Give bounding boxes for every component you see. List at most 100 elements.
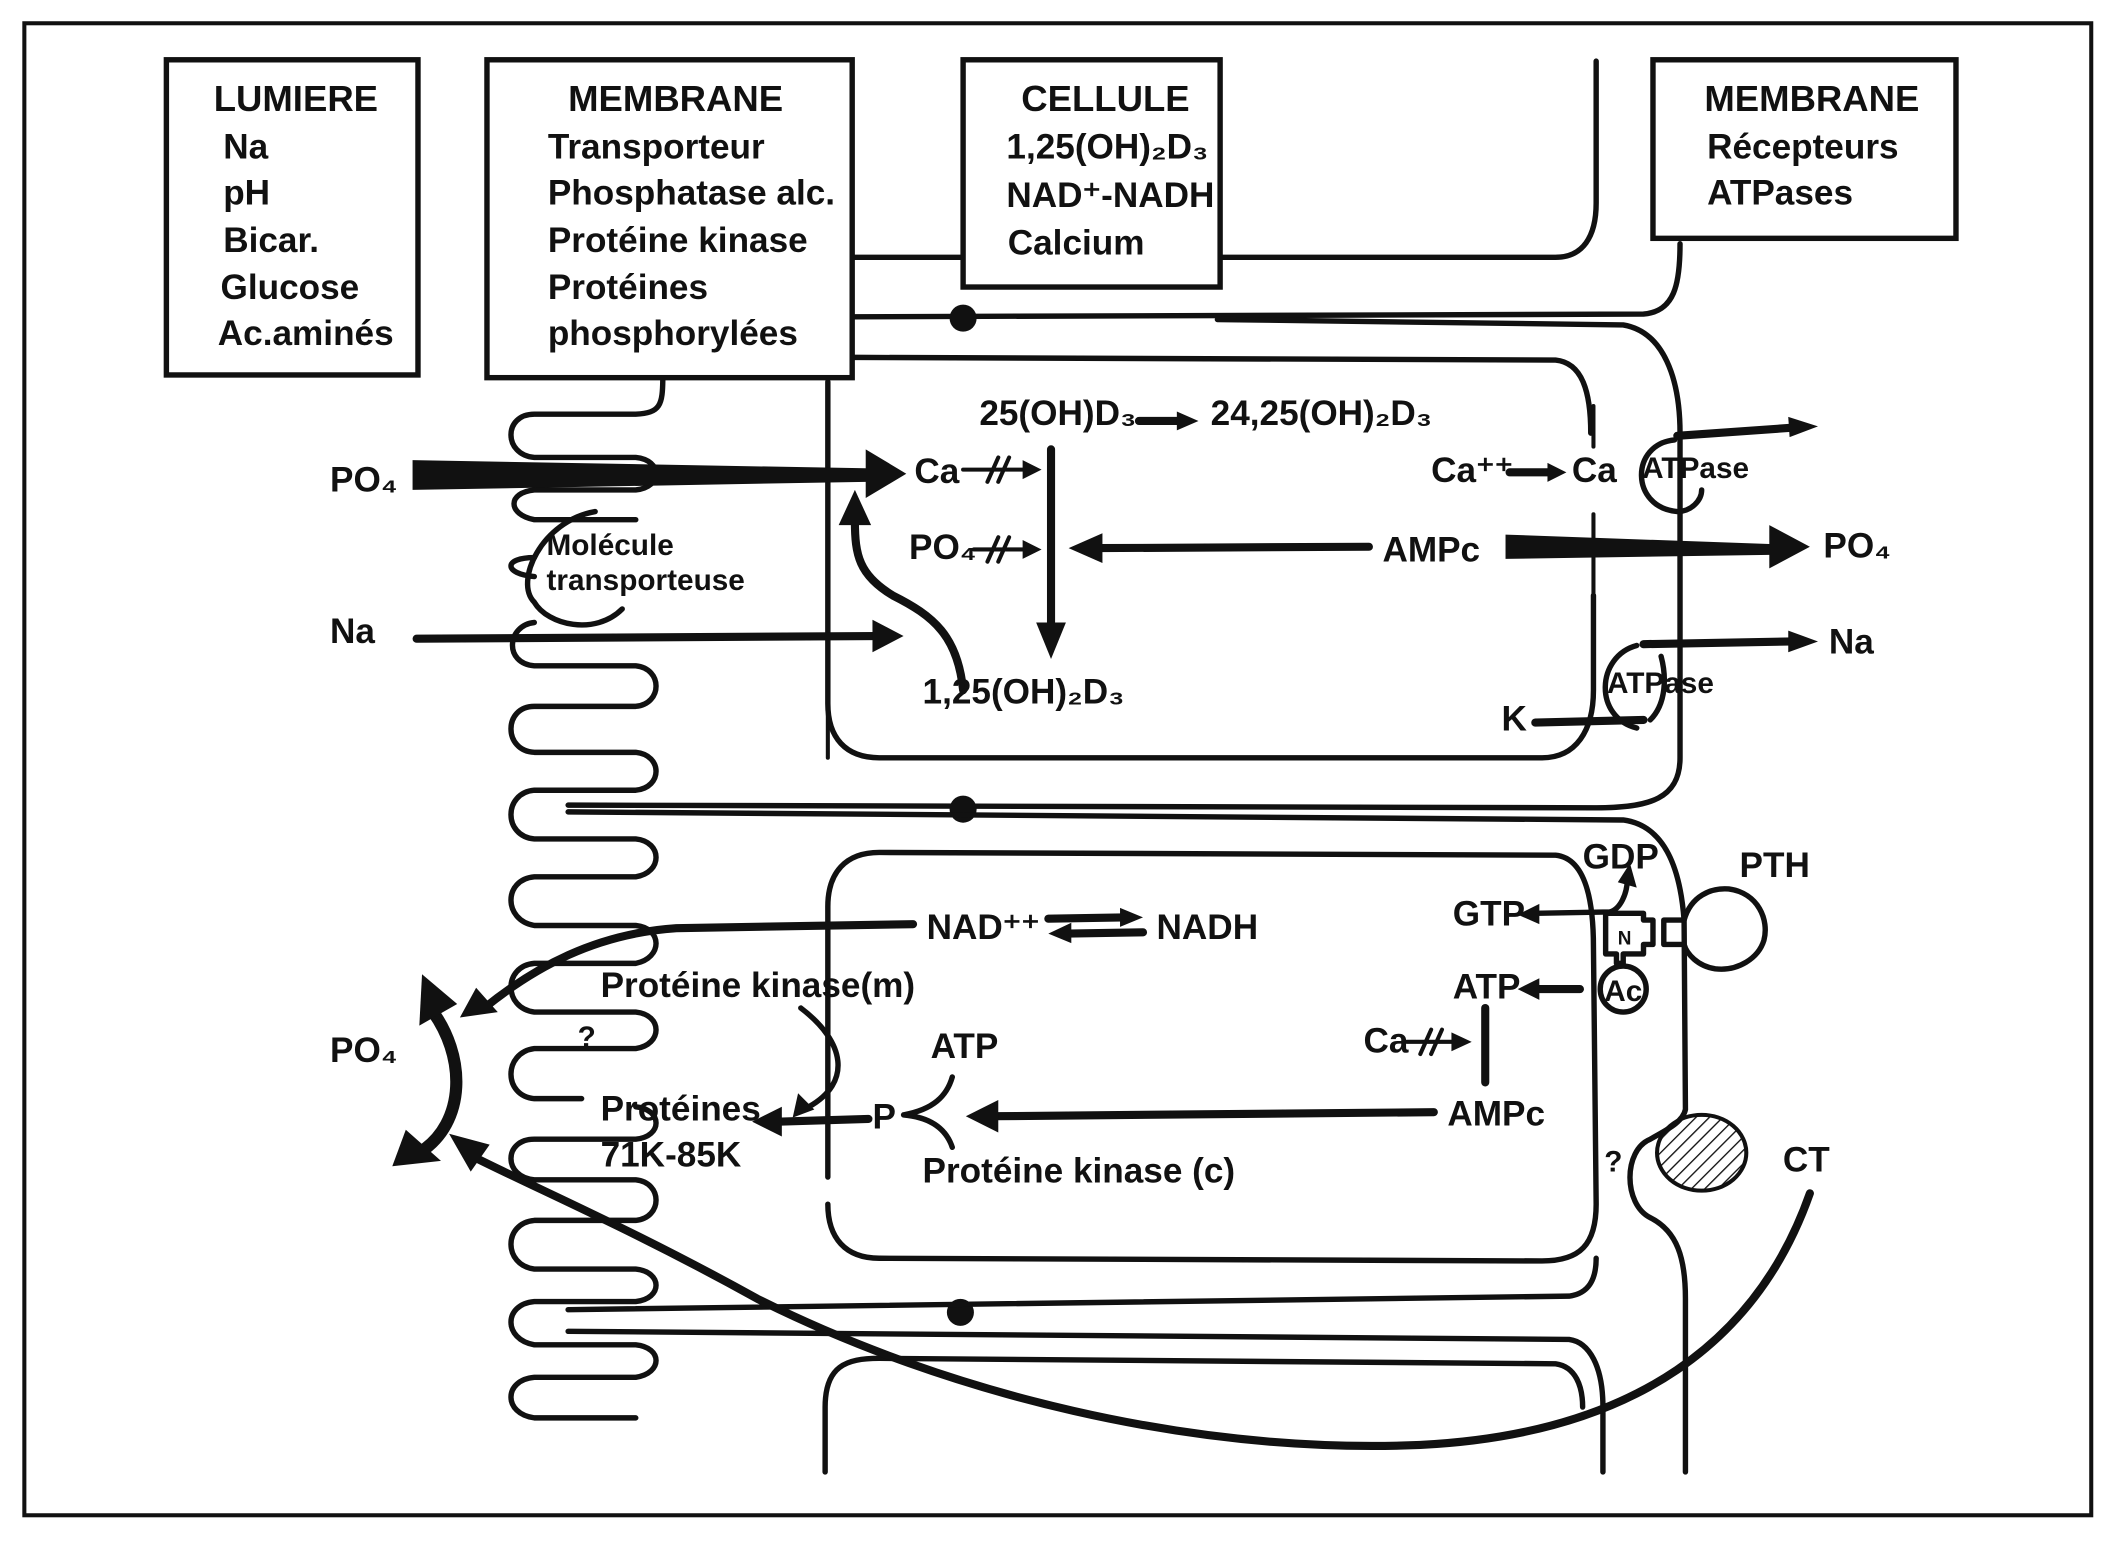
- membrane-line: [822, 1355, 1586, 1475]
- ca-efflux-arrow: [1673, 423, 1797, 440]
- box-membrane-apical: MEMBRANE Transporteur Phosphatase alc. P…: [484, 57, 855, 381]
- arrowhead: [1022, 460, 1042, 480]
- n-protein-label: N: [1618, 928, 1632, 949]
- pk-m-arrow: [798, 1005, 841, 1110]
- ct-to-po4-arrow: [469, 1152, 1814, 1450]
- arrowhead: [1617, 863, 1637, 888]
- adenylate-cyclase-icon: [1597, 963, 1649, 1015]
- tight-junction-top: [949, 304, 977, 332]
- arrowhead: [1120, 907, 1144, 927]
- atp-right-label: ATP: [1453, 968, 1521, 1007]
- box-title: MEMBRANE: [568, 78, 783, 119]
- upper-cell-outline: [825, 379, 1597, 761]
- transporter-label: Molécule: [546, 529, 673, 562]
- nad-label: NAD⁺⁺: [927, 908, 1040, 947]
- adenylate-cyclase-label: Ac: [1604, 975, 1642, 1008]
- arrowhead: [392, 1129, 441, 1167]
- pth-label: PTH: [1740, 846, 1810, 885]
- ampc-to-kinase-arrow: [990, 1108, 1438, 1121]
- ca-intracellular-label: Ca: [914, 452, 959, 491]
- arrowhead: [449, 1133, 490, 1172]
- phosphorylation-arrow: [773, 1114, 873, 1126]
- box-item: Glucose: [220, 268, 359, 307]
- ampc-to-hydroxylation-arrow: [1094, 542, 1373, 553]
- ampc-upper-label: AMPc: [1382, 531, 1480, 570]
- nadh-label: NADH: [1157, 908, 1259, 947]
- unknown-mechanism-label: ?: [578, 1021, 596, 1054]
- arrowhead: [965, 1099, 999, 1133]
- membrane-line: [565, 809, 1689, 1475]
- redox-reverse-arrow: [1064, 928, 1148, 938]
- po4-intracellular-label: PO₄: [909, 528, 977, 567]
- box-cellule: CELLULE 1,25(OH)₂D₃ NAD⁺-NADH Calcium: [960, 57, 1223, 290]
- upper-cell-content: PO₄ Molécule transporteuse Na Ca PO₄ 25(…: [330, 394, 1891, 739]
- arrowhead: [419, 974, 458, 1026]
- arrowhead: [459, 987, 498, 1018]
- transporter-label: transporteuse: [546, 564, 744, 597]
- arrowhead: [1517, 978, 1540, 1000]
- pth-hormone-icon: [1661, 886, 1768, 972]
- box-item: NAD⁺-NADH: [1006, 176, 1214, 215]
- arrowhead: [1547, 462, 1567, 482]
- ct-label: CT: [1783, 1141, 1830, 1180]
- box-item: Phosphatase alc.: [548, 174, 835, 213]
- inhibition-mark: [985, 535, 1012, 564]
- nad-to-po4-arrow: [480, 920, 918, 1013]
- gdp-label: GDP: [1583, 838, 1659, 877]
- phosphate-label: P: [872, 1097, 895, 1136]
- box-item: Récepteurs: [1707, 128, 1899, 167]
- atp-center-label: ATP: [931, 1027, 999, 1066]
- po4-reabsorption-curve: [413, 1001, 463, 1159]
- cell-membranes: [508, 58, 1689, 1475]
- atpase-top-icon: [1638, 437, 1705, 515]
- arrowhead: [1036, 622, 1066, 660]
- arrowhead: [1022, 539, 1042, 559]
- po4-efflux-arrow: [1505, 525, 1810, 569]
- ca-plus-label: Ca⁺⁺: [1431, 451, 1513, 490]
- membrane-line: [565, 1328, 1606, 1475]
- arrowhead: [1517, 903, 1540, 925]
- membrane-line: [565, 1255, 1599, 1313]
- ca-lower-label: Ca: [1364, 1022, 1409, 1061]
- box-item: Transporteur: [548, 128, 765, 167]
- gtp-label: GTP: [1453, 895, 1525, 934]
- box-item: 1,25(OH)₂D₃: [1006, 128, 1208, 167]
- na-lumen-label: Na: [330, 612, 375, 651]
- inhibition-mark: [985, 455, 1012, 484]
- arrowhead: [1068, 533, 1103, 563]
- inhibition-mark: [1418, 1027, 1444, 1057]
- po4-blood-label: PO₄: [1823, 527, 1891, 566]
- atpase-top-label: ATPase: [1642, 452, 1749, 485]
- na-blood-label: Na: [1829, 623, 1874, 662]
- gtp-gdp-arrow: [1532, 876, 1630, 917]
- 25-oh-d3-label: 25(OH)D₃: [979, 394, 1136, 433]
- arrowhead: [872, 619, 904, 653]
- box-item: Protéine kinase: [548, 221, 808, 260]
- atpase-bottom-label: ATPase: [1607, 667, 1714, 700]
- arrowhead: [752, 1106, 782, 1137]
- 24-25-oh2-d3-label: 24,25(OH)₂D₃: [1211, 394, 1432, 433]
- k-label: K: [1501, 700, 1527, 739]
- po4-uptake-arrow: [412, 449, 907, 499]
- redox-forward-arrow: [1044, 913, 1127, 923]
- arrowhead: [1048, 922, 1072, 944]
- box-item: ATPases: [1707, 174, 1853, 213]
- arrowhead: [838, 489, 872, 526]
- na-efflux-arrow: [1639, 637, 1797, 649]
- box-item: Ac.aminés: [218, 314, 394, 353]
- box-title: CELLULE: [1021, 78, 1189, 119]
- box-item: Calcium: [1008, 224, 1145, 263]
- tight-junction-middle: [949, 795, 977, 823]
- calcitriol-to-ca-arrow: [850, 516, 968, 695]
- proteins-size-label: 71K-85K: [601, 1135, 742, 1174]
- ampc-lower-label: AMPc: [1447, 1095, 1545, 1134]
- membrane-line: [849, 354, 1594, 436]
- box-item: Protéines: [548, 268, 708, 307]
- n-protein-icon: [1602, 910, 1656, 967]
- lower-cell-outline: [825, 849, 1599, 1264]
- membrane-line: [1218, 58, 1599, 260]
- box-title: LUMIERE: [214, 78, 378, 119]
- na-uptake-arrow: [412, 631, 881, 643]
- lower-cell-content: NAD⁺⁺ NADH PO₄ ? Protéine kinase(m) Prot…: [330, 838, 1830, 1450]
- brush-border-microvilli: [508, 373, 666, 1421]
